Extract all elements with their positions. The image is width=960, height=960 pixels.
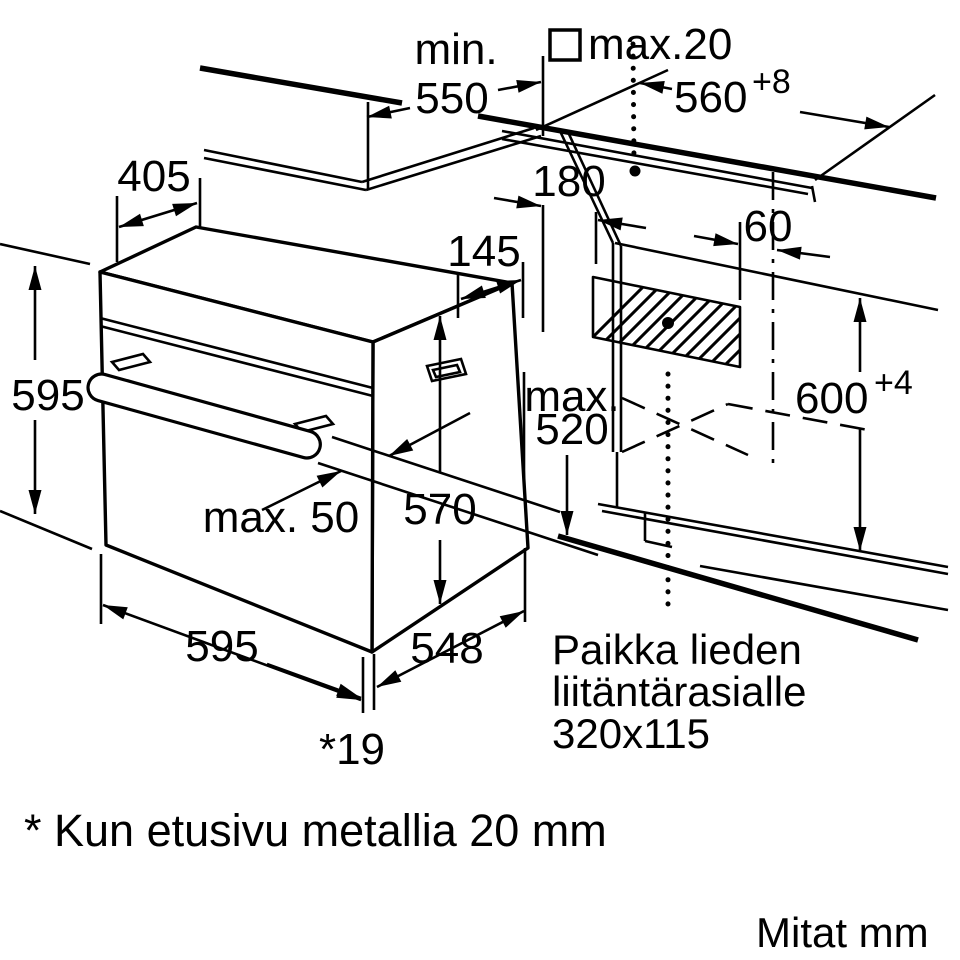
dimension-oven-width: 595 — [99, 554, 362, 702]
dimension-vent: 145 — [447, 227, 525, 318]
floor-edge — [557, 533, 919, 643]
dimension-worktop-depth: min. 550 — [366, 25, 545, 190]
oven-side-face — [370, 281, 530, 654]
dimension-handle-protrusion: max. 50 — [203, 411, 599, 557]
dim-value: max.20 — [588, 20, 732, 69]
footnote: * Kun etusivu metallia 20 mm — [24, 805, 607, 856]
dim-value: 520 — [535, 405, 608, 454]
dim-tolerance: +4 — [874, 364, 913, 402]
note-line-2: liitäntärasialle — [552, 668, 806, 715]
dimension-setback: 180 — [493, 157, 647, 332]
units-label: Mitat mm — [756, 909, 929, 956]
dimension-niche-width: 560 +8 — [535, 63, 936, 182]
door-handle — [86, 372, 322, 460]
dim-value: 560 — [674, 73, 747, 122]
dim-value: 600 — [795, 374, 868, 423]
dim-value: 550 — [415, 74, 488, 123]
square-symbol — [548, 28, 582, 62]
dimension-niche-height: 600 +4 — [795, 298, 913, 551]
floor-lines — [557, 502, 949, 643]
dim-value: max. 50 — [203, 493, 360, 542]
oven-illustration — [86, 225, 530, 654]
dim-value: 180 — [532, 157, 605, 206]
note-line-1: Paikka lieden — [552, 626, 802, 673]
cabinet-illustration — [199, 65, 939, 549]
dim-label: max. — [524, 372, 619, 421]
dimension-body-depth: 548 — [376, 548, 527, 689]
dimension-offset: 60 — [693, 202, 831, 300]
dim-value: 595 — [185, 622, 258, 671]
wall-top-edge — [199, 65, 403, 106]
hob-dot — [629, 165, 641, 177]
hidden-edge — [727, 402, 869, 432]
niche-top-edge — [614, 241, 939, 312]
hob-dotted-line — [630, 41, 637, 165]
dim-value: 145 — [447, 227, 520, 276]
dimension-hob-thickness: max.20 — [548, 20, 732, 177]
dimension-oven-height: 595 — [0, 242, 93, 551]
note-line-3: 320x115 — [552, 710, 710, 757]
dimension-door-front: *19 — [266, 654, 385, 774]
dim-label: min. — [414, 25, 497, 74]
dimension-top-depth: 405 — [115, 152, 202, 262]
connection-box-note: Paikka lieden liitäntärasialle 320x115 — [552, 626, 806, 757]
dim-value: 60 — [744, 202, 793, 251]
dimension-body-height: 570 — [403, 316, 477, 604]
dim-value: 548 — [410, 624, 483, 673]
vent-slot — [425, 357, 468, 383]
dim-value: 570 — [403, 485, 476, 534]
hidden-edge — [621, 396, 749, 457]
wall-top-edge-right — [477, 113, 937, 201]
dim-tolerance: +8 — [752, 63, 791, 101]
dim-value: *19 — [319, 725, 385, 774]
box-center-dot — [662, 317, 674, 329]
handle-stub — [109, 352, 153, 372]
hidden-edge — [621, 402, 729, 454]
dim-value: 595 — [11, 371, 84, 420]
dimension-recess-height: max. 520 — [524, 372, 620, 535]
oven-front-face — [98, 270, 375, 654]
dim-value: 405 — [117, 152, 190, 201]
